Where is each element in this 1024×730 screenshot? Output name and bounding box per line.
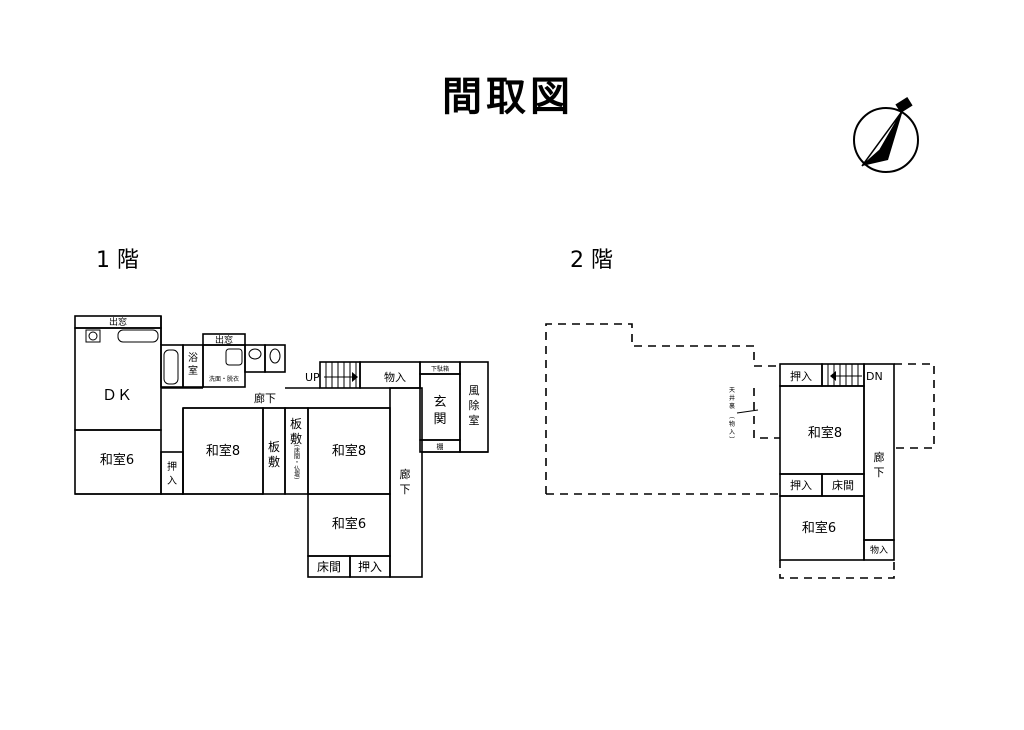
f1-label-dk: ＤＫ [102,386,132,404]
f1-label-itajiki-a: 板敷 [268,440,280,469]
f1-label-oshiire-bottom: 押入 [358,560,382,574]
f2-label-tokonoma: 床間 [832,478,854,492]
f2-label-washitsu8: 和室8 [808,425,842,441]
f1-label-tokonoma: 床間 [317,560,341,574]
f2-washitsu6 [779,495,865,561]
f1-label-yokushitsu: 浴室 [188,352,198,377]
stair-arrow-icon [352,372,358,382]
page-title: 間取図 [442,74,574,120]
f1-label-getabako: 下駄箱 [431,365,449,373]
f1-label-demado-top: 出窓 [109,316,127,328]
north-arrow-icon [853,97,919,173]
f1-label-washitsu6-bottom: 和室6 [332,516,366,532]
f1-toilet-2 [264,344,286,373]
toilet-icon [248,348,262,360]
f1-label-mono-ire: 物入 [384,370,406,384]
f2-mono-ire [863,539,895,561]
f1-label-itajiki-note: (床間・仏壇) [293,445,300,480]
f1-label-rouka-right: 廊下 [400,467,411,496]
f2-label-tenjoura: 天井裏︵物入︶ [729,387,735,444]
f1-dk-room [74,327,162,431]
f1-label-up: UP [305,371,320,384]
f1-label-washitsu8-mid: 和室8 [206,443,240,459]
f1-rouka-right [389,387,423,578]
washbasin-icon [225,348,243,366]
f1-label-demado-mid: 出窓 [215,334,233,346]
f2-roof-outline [545,323,780,494]
sink-icon [117,329,159,343]
floor2-label: 2 階 [570,248,613,273]
f1-label-genkan: 玄関 [433,395,446,427]
f2-label-mono-ire: 物入 [870,544,888,556]
f1-label-tana: 棚 [437,442,444,451]
floor2-plan: 押入 DN 天井裏︵物入︶ 和室8 廊下 押入 床間 和室6 物入 [545,323,935,579]
f1-label-itajiki-b: 板敷 [290,417,302,446]
stair-arrow-icon [830,371,836,381]
floor1-plan: 出窓 ＤＫ 和室6 浴室 出窓 洗面・脱衣 押入 和室8 板敷 板敷 (床間・仏… [74,315,489,578]
f2-label-rouka: 廊下 [874,450,885,479]
f1-label-washitsu8-right: 和室8 [332,443,366,459]
f1-label-washitsu6-left: 和室6 [100,452,134,468]
stove-icon [85,329,101,343]
f1-label-oshiire-left: 押入 [167,460,177,487]
f1-oshiire-left [160,451,184,495]
f2-label-washitsu6: 和室6 [802,520,836,536]
f2-label-oshiire-top: 押入 [790,369,812,383]
f2-label-oshiire-mid: 押入 [790,478,812,492]
f2-tenjoura-pointer [736,409,759,414]
f1-label-fujoshitsu: 風除室 [469,384,480,427]
f2-label-dn: DN [866,370,883,383]
f1-label-rouka-top: 廊下 [254,391,276,405]
bathtub-icon [163,349,179,385]
floor1-label: 1 階 [96,248,139,273]
toilet-icon [269,348,281,364]
f1-label-senmen: 洗面・脱衣 [209,375,239,383]
